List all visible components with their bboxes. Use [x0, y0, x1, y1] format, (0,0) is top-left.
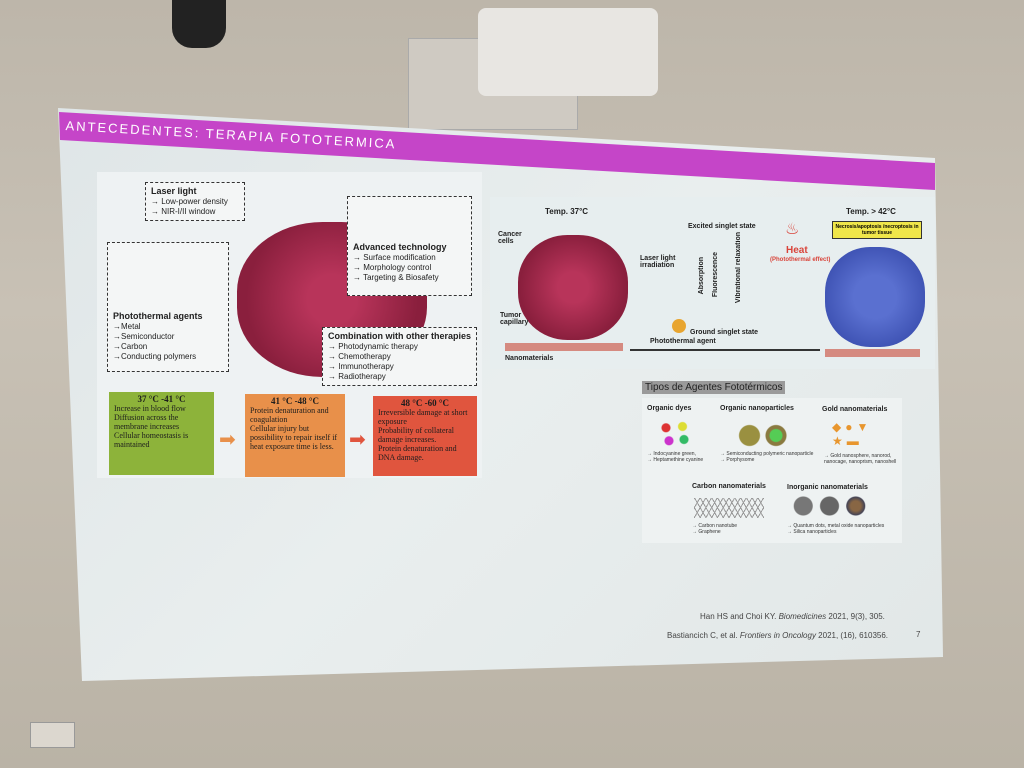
- advanced-box: Advanced technology → Surface modificati…: [347, 196, 472, 296]
- gold-icons: ◆●▼★▬: [832, 420, 873, 448]
- tumor-42: [825, 247, 925, 347]
- page-number: 7: [916, 630, 921, 639]
- capillary: [505, 343, 623, 351]
- reference-1: Han HS and Choi KY. Biomedicines 2021, 9…: [700, 612, 885, 621]
- left-figure: Laser light → Low-power density → NIR-I/…: [97, 172, 482, 478]
- wall-outlet: [30, 722, 75, 748]
- stage-3: 48 °C -60 °C Irreversible damage at shor…: [373, 396, 477, 476]
- nanoparticle-icons: [737, 423, 787, 448]
- carbon-icon: [694, 498, 764, 518]
- heat-icon: ♨: [785, 221, 800, 238]
- projector: [478, 8, 658, 96]
- laser-box: Laser light → Low-power density → NIR-I/…: [145, 182, 245, 221]
- capillary: [825, 349, 920, 357]
- reference-2: Bastiancich C, et al. Frontiers in Oncol…: [667, 631, 889, 640]
- process-arrow: [630, 349, 820, 351]
- tumor-37: [518, 235, 628, 340]
- types-heading: Tipos de Agentes Fototérmicos: [642, 381, 786, 394]
- inorganic-icons: [792, 495, 867, 517]
- agents-box: Photothermal agents →Metal →Semiconducto…: [107, 242, 229, 372]
- stage-1: 37 °C -41 °C Increase in blood flow Diff…: [109, 392, 214, 475]
- arrow-icon: ➡: [349, 429, 366, 451]
- camera: [172, 0, 226, 48]
- combination-box: Combination with other therapies → Photo…: [322, 327, 477, 386]
- dye-icons: [660, 420, 690, 446]
- agent-particle: [672, 319, 686, 333]
- stage-2: 41 °C -48 °C Protein denaturation and co…: [245, 394, 345, 477]
- arrow-icon: ➡: [219, 429, 236, 451]
- right-figure: Temp. 37°C Cancer cells Tumor capillary …: [490, 197, 935, 369]
- types-panel: Organic dyes → Indocyanine green,→ Hepta…: [642, 398, 902, 543]
